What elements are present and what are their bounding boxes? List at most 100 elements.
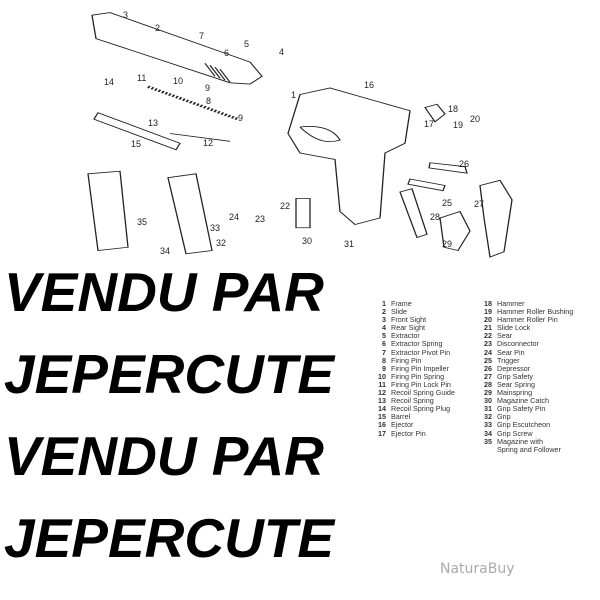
legend-number: 14 [378,404,386,414]
hammer [424,103,446,123]
part-number-callout: 12 [203,138,214,149]
legend-item: 16 Ejector [372,421,455,429]
part-number-callout: 19 [453,119,464,130]
legend-label: Barrel [391,412,411,422]
part-number-callout: 8 [206,96,212,107]
part-number-callout: 11 [137,73,147,84]
legend-number: 28 [484,379,492,389]
legend-number: 10 [378,371,386,381]
part-number-callout: 20 [470,114,481,124]
legend-number: 18 [484,299,492,308]
part-number-callout: 9 [205,83,211,94]
legend-number: 19 [484,307,492,317]
legend-number: 11 [378,379,386,389]
legend-number: 8 [382,355,386,365]
legend-label: Recoil Spring Guide [391,388,455,398]
legend-number: 7 [382,347,386,357]
depressor [428,162,468,174]
legend-number: 1 [382,299,386,308]
legend-number: 17 [378,428,386,438]
part-number-callout: 23 [255,214,266,225]
legend-item: 30 Magazine Catch [478,397,573,405]
legend-label: Sear Spring [497,379,535,389]
watermark-text: JEPERCUTE [4,507,335,569]
legend-label: Extractor Spring [391,339,443,349]
part-number-callout: 35 [137,217,148,228]
part-number-callout: 16 [364,80,375,91]
legend-number: 12 [378,388,386,398]
trigger [407,178,446,192]
legend-label: Grip Safety [497,371,533,381]
barrel [93,112,181,151]
legend-label: Recoil Spring Plug [391,404,451,414]
legend-number: 25 [484,355,492,365]
legend-label: Ejector [391,420,414,430]
legend-number: 9 [382,363,386,373]
legend-label: Firing Pin Spring [391,371,445,381]
part-number-callout: 30 [302,235,313,246]
watermark-text: JEPERCUTE [4,343,335,405]
legend-label: Grip Escutcheon [497,420,551,430]
legend-label: Trigger [497,355,520,365]
legend-number: 29 [484,388,492,398]
legend-label: Mainspring [497,388,533,398]
part-number-callout: 15 [131,139,142,150]
part-number-callout: 7 [199,30,205,41]
recoil-spring-guide [169,133,231,142]
mainspring-housing [439,210,471,252]
legend-item: 11 Firing Pin Lock Pin [372,379,455,389]
part-number-callout: 24 [229,212,240,223]
naturabuy-logo: NaturaBuy [440,561,515,577]
part-number-callout: 9 [238,112,244,123]
part-number-callout: 14 [104,76,115,87]
magazine-catch [295,198,311,229]
legend-number: 33 [484,420,492,430]
part-number-callout: 4 [279,47,285,58]
part-number-callout: 31 [344,238,355,249]
legend-number: 5 [382,331,386,341]
legend-number: 2 [382,307,386,317]
legend-label: Depressor [497,363,531,373]
legend-number: 13 [378,396,386,406]
legend-label: Rear Sight [391,323,425,333]
part-number-callout: 6 [224,47,230,58]
watermark-text: VENDU PAR [4,425,324,487]
legend-label: Sear [497,331,513,341]
legend-number: 34 [484,428,492,438]
legend-label: Recoil Spring [391,396,434,406]
legend-item: 14 Recoil Spring Plug [372,405,455,413]
part-number-callout: 3 [123,10,129,20]
legend-label: Magazine Catch [497,396,549,406]
legend-label: Firing Pin Lock Pin [391,379,451,389]
legend-number: 31 [484,404,492,414]
legend-number: 27 [484,371,492,381]
legend-number: 30 [484,396,492,406]
part-number-callout: 27 [474,199,485,210]
legend-item: 33 Grip Escutcheon [478,421,573,429]
legend-number: 16 [378,420,386,430]
legend-label: Grip [497,412,511,422]
sear-spring [399,188,428,239]
slide [91,12,263,85]
part-number-callout: 17 [424,119,435,130]
part-number-callout: 1 [291,89,297,100]
part-number-callout: 22 [280,201,291,212]
legend-label: Front Sight [391,315,427,325]
legend-item: Spring and Follower [478,445,573,454]
legend-label: Slide [391,307,407,317]
part-number-callout: 13 [148,117,159,128]
